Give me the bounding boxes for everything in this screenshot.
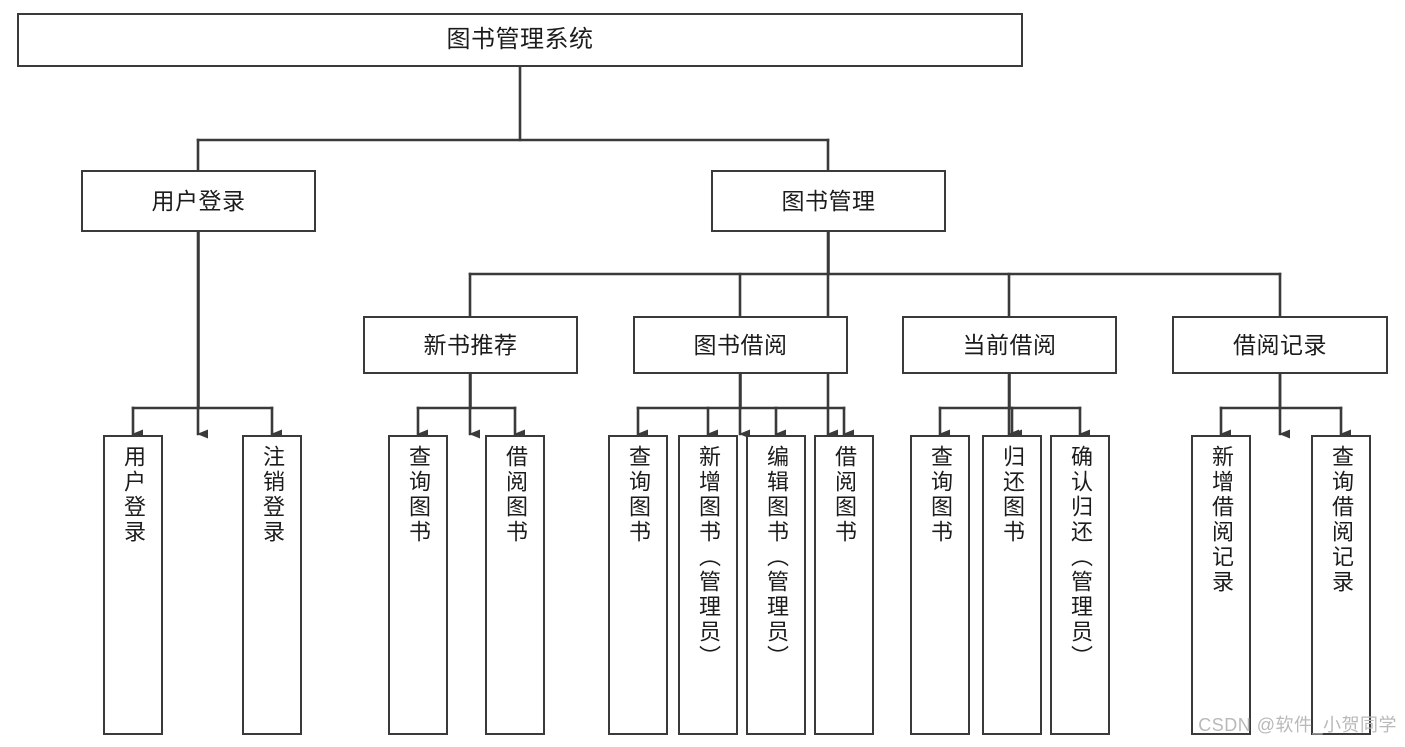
node-leaf-new-2[interactable]: 借阅图书 <box>485 435 545 735</box>
node-label-leaf-login-2: 注销登录 <box>260 445 285 545</box>
node-label-current: 当前借阅 <box>962 331 1057 358</box>
node-label-leaf-cur-3: 确认归还（管理员） <box>1068 445 1093 670</box>
node-newbook[interactable]: 新书推荐 <box>363 316 578 374</box>
node-label-leaf-borrow-4: 借阅图书 <box>832 445 857 545</box>
node-label-leaf-new-1: 查询图书 <box>406 445 431 545</box>
node-label-leaf-borrow-2: 新增图书（管理员） <box>696 445 721 670</box>
node-leaf-login-1[interactable]: 用户登录 <box>103 435 163 735</box>
node-root[interactable]: 图书管理系统 <box>17 13 1023 67</box>
node-login[interactable]: 用户登录 <box>81 170 316 232</box>
node-label-leaf-rec-2: 查询借阅记录 <box>1329 445 1354 595</box>
node-label-leaf-borrow-3: 编辑图书（管理员） <box>764 445 789 670</box>
node-label-leaf-cur-1: 查询图书 <box>928 445 953 545</box>
node-leaf-borrow-4[interactable]: 借阅图书 <box>814 435 874 735</box>
node-borrow[interactable]: 图书借阅 <box>633 316 848 374</box>
node-leaf-rec-1[interactable]: 新增借阅记录 <box>1191 435 1251 735</box>
node-label-root: 图书管理系统 <box>446 26 594 54</box>
watermark-text: CSDN @软件_小贺同学 <box>1198 715 1397 735</box>
node-label-bookmgmt: 图书管理 <box>781 187 876 214</box>
node-label-leaf-new-2: 借阅图书 <box>503 445 528 545</box>
node-label-leaf-borrow-1: 查询图书 <box>626 445 651 545</box>
connector-lines <box>131 65 1351 439</box>
node-leaf-borrow-2[interactable]: 新增图书（管理员） <box>678 435 738 735</box>
node-leaf-new-1[interactable]: 查询图书 <box>388 435 448 735</box>
node-label-borrow: 图书借阅 <box>693 331 788 358</box>
node-bookmgmt[interactable]: 图书管理 <box>711 170 946 232</box>
node-label-newbook: 新书推荐 <box>423 331 518 358</box>
node-current[interactable]: 当前借阅 <box>902 316 1117 374</box>
node-leaf-rec-2[interactable]: 查询借阅记录 <box>1311 435 1371 735</box>
node-leaf-cur-2[interactable]: 归还图书 <box>982 435 1042 735</box>
node-label-login: 用户登录 <box>151 187 246 214</box>
node-label-leaf-login-1: 用户登录 <box>121 445 146 545</box>
node-label-records: 借阅记录 <box>1233 331 1327 358</box>
node-leaf-borrow-3[interactable]: 编辑图书（管理员） <box>746 435 806 735</box>
node-label-leaf-rec-1: 新增借阅记录 <box>1209 445 1234 595</box>
node-records[interactable]: 借阅记录 <box>1172 316 1388 374</box>
node-leaf-login-2[interactable]: 注销登录 <box>242 435 302 735</box>
node-leaf-cur-1[interactable]: 查询图书 <box>910 435 970 735</box>
node-leaf-cur-3[interactable]: 确认归还（管理员） <box>1050 435 1110 735</box>
node-leaf-borrow-1[interactable]: 查询图书 <box>608 435 668 735</box>
node-label-leaf-cur-2: 归还图书 <box>1000 445 1025 545</box>
